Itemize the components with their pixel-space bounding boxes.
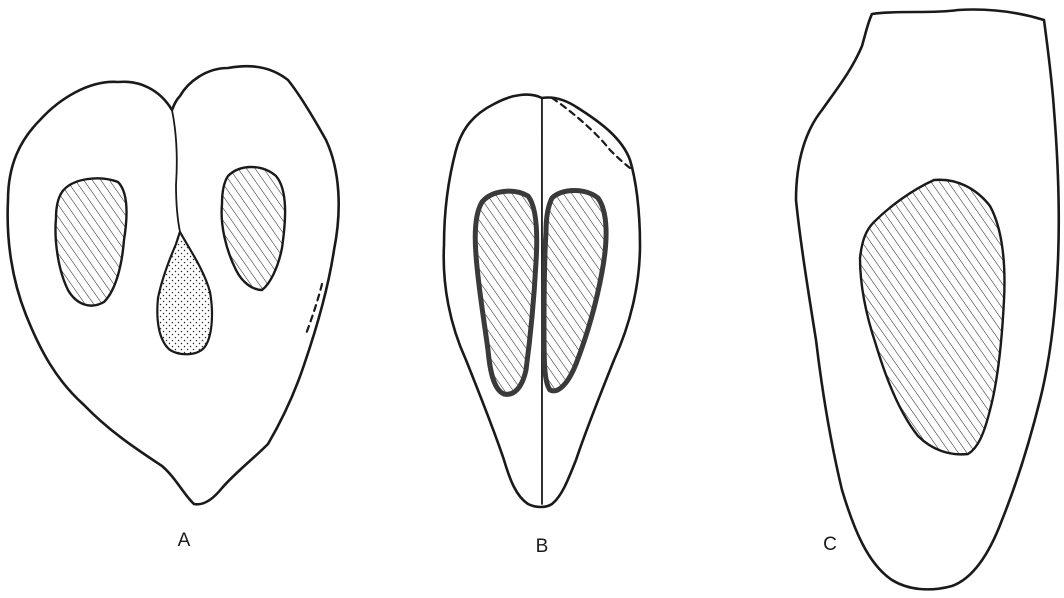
panel-c: C [796,9,1059,589]
panel-b-label: B [536,536,549,557]
panel-a-label: A [178,530,191,551]
panel-a-right-cavity [222,167,285,290]
panel-a-left-cavity [56,178,127,305]
panel-b: B [444,95,640,557]
panel-b-right-cavity [544,191,606,391]
panel-c-cavity [860,180,1004,455]
panel-a-stippled-cavity [157,232,212,354]
panel-a: A [8,66,339,551]
panel-a-dashed-mark [306,284,322,334]
panel-b-dashed-mark [552,98,630,168]
panel-a-median-line [172,110,180,232]
panel-b-left-cavity [475,191,536,394]
panel-c-label: C [823,534,837,555]
